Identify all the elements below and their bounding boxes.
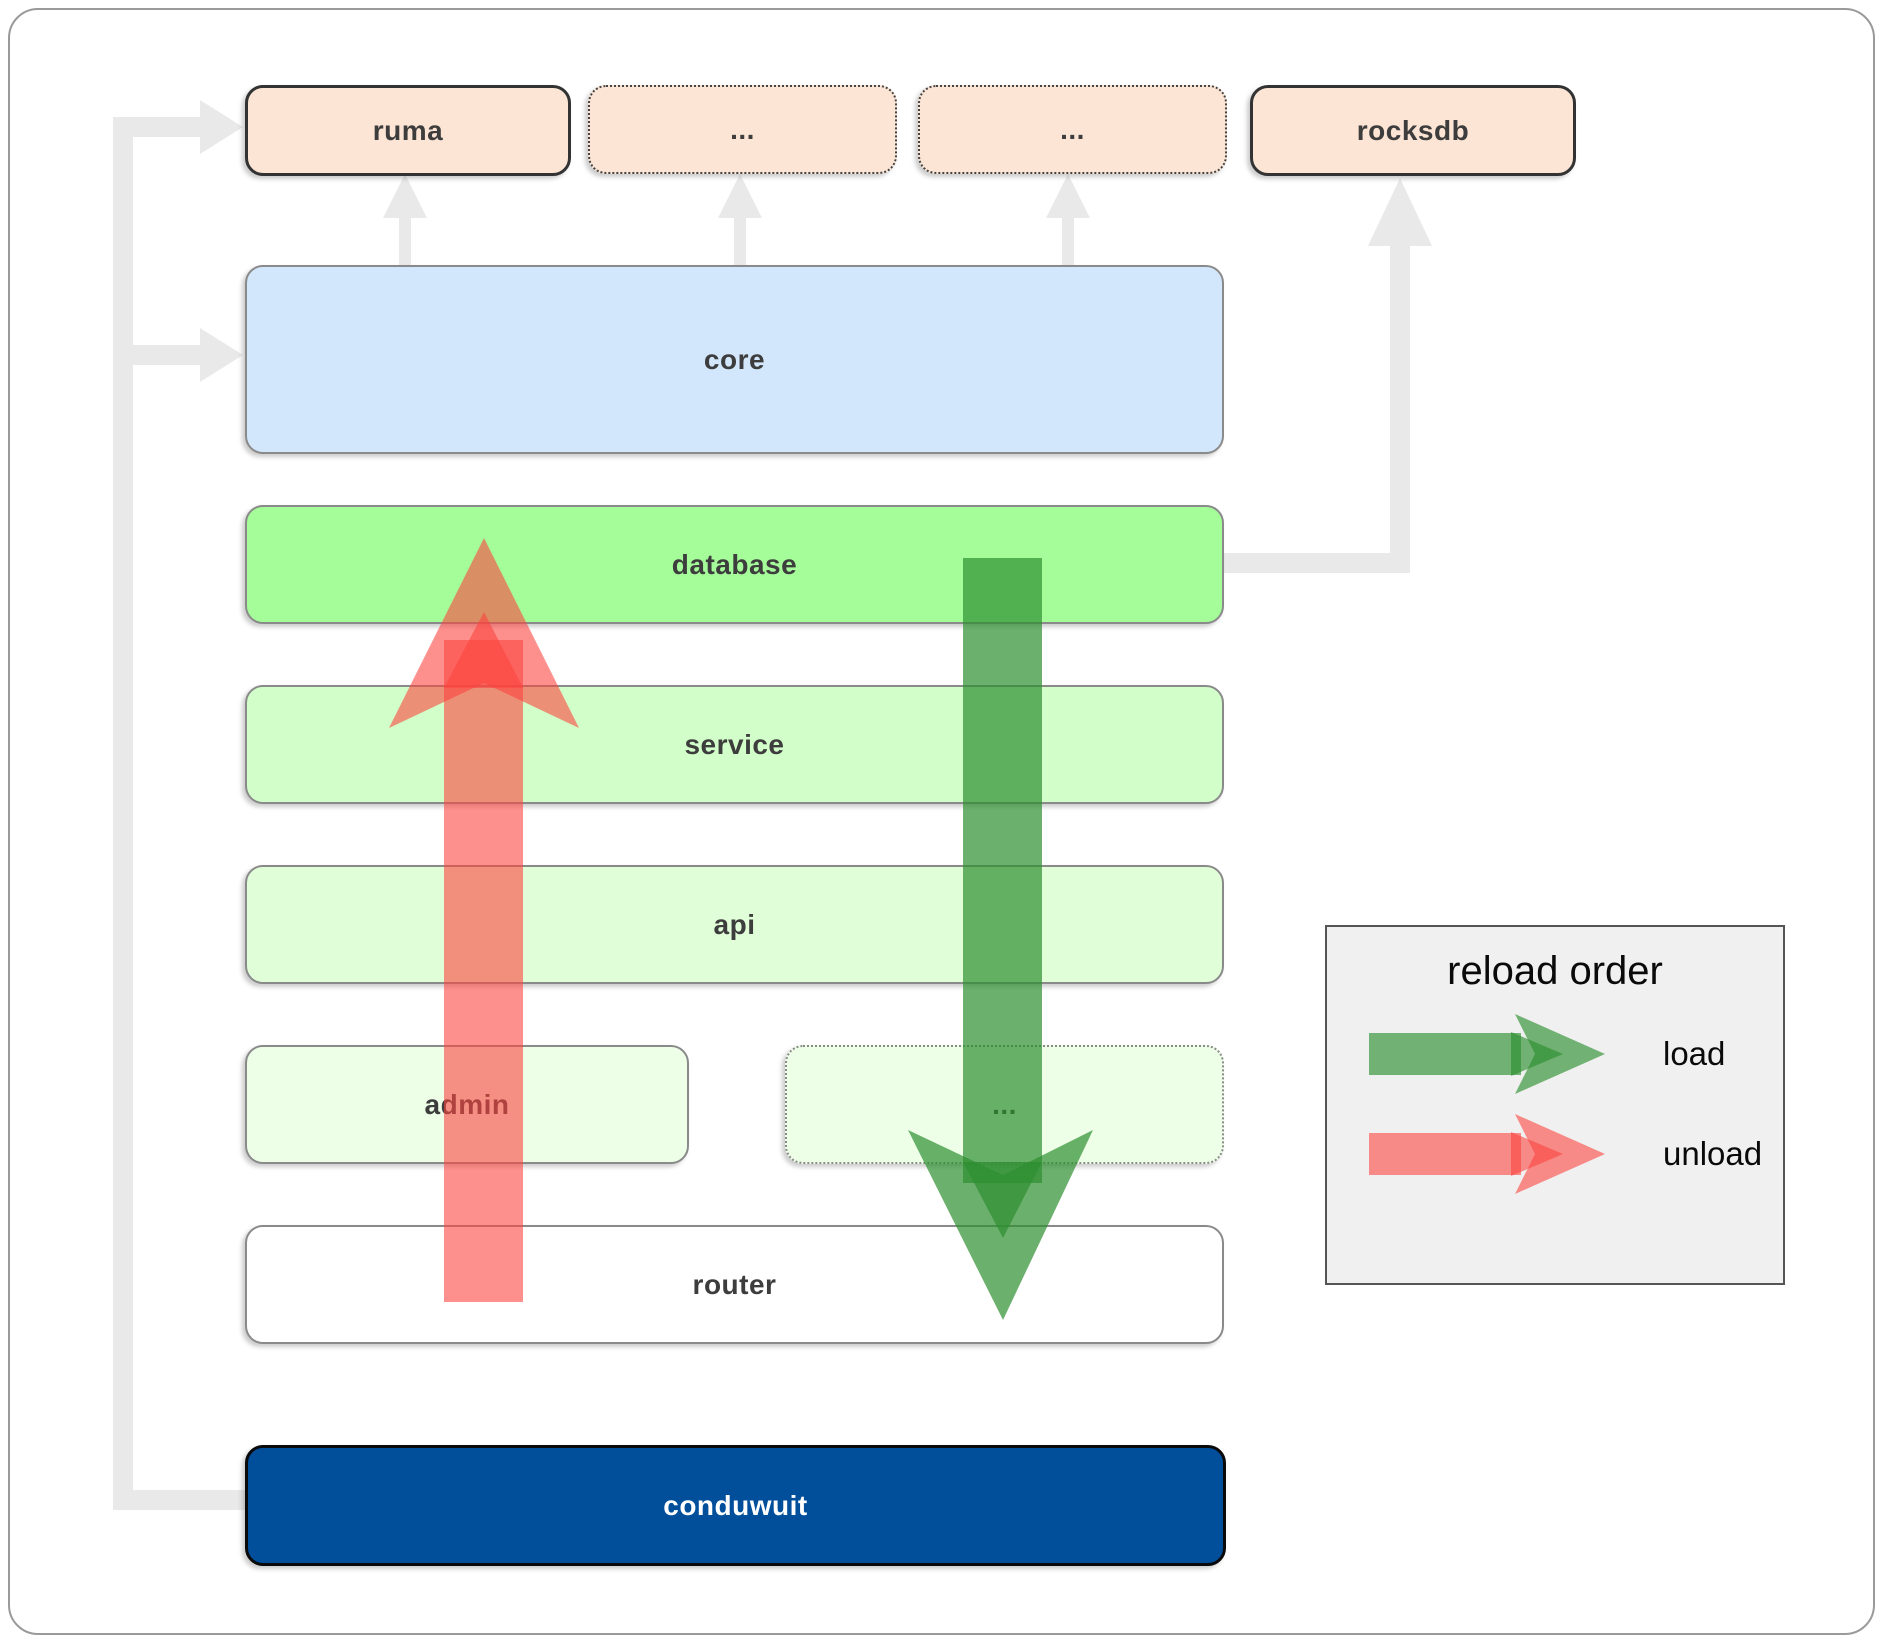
node-ellipsis-1-label: ...	[730, 113, 755, 145]
node-database-label: database	[671, 548, 798, 580]
node-ellipsis-3-label: ...	[992, 1088, 1017, 1120]
node-core: core	[245, 265, 1224, 454]
legend-load-label: load	[1663, 1035, 1726, 1072]
legend-unload-label: unload	[1663, 1135, 1763, 1172]
node-ellipsis-2: ...	[918, 85, 1227, 174]
node-api: api	[245, 865, 1224, 984]
node-service: service	[245, 685, 1224, 804]
unload-arrow-icon	[1369, 1114, 1605, 1194]
node-ellipsis-3: ...	[785, 1045, 1224, 1164]
node-ellipsis-2-label: ...	[1060, 113, 1085, 145]
node-ruma: ruma	[245, 85, 571, 176]
node-api-label: api	[713, 908, 756, 940]
node-admin: admin	[245, 1045, 689, 1164]
legend-row-unload: unload	[1327, 1112, 1783, 1196]
node-admin-label: admin	[424, 1088, 510, 1120]
diagram-outer-frame	[8, 8, 1875, 1635]
node-rocksdb: rocksdb	[1250, 85, 1576, 176]
node-ellipsis-1: ...	[588, 85, 897, 174]
node-core-label: core	[703, 343, 766, 375]
legend: reload order load unload	[1325, 925, 1785, 1285]
legend-title: reload order	[1447, 949, 1663, 993]
node-router: router	[245, 1225, 1224, 1344]
node-ruma-label: ruma	[372, 114, 444, 146]
node-service-label: service	[684, 728, 785, 760]
node-conduwuit: conduwuit	[245, 1445, 1226, 1566]
node-rocksdb-label: rocksdb	[1356, 114, 1470, 146]
node-conduwuit-label: conduwuit	[663, 1489, 808, 1521]
load-arrow-icon	[1369, 1014, 1605, 1094]
legend-row-load: load	[1327, 1012, 1783, 1096]
node-router-label: router	[692, 1268, 777, 1300]
node-database: database	[245, 505, 1224, 624]
